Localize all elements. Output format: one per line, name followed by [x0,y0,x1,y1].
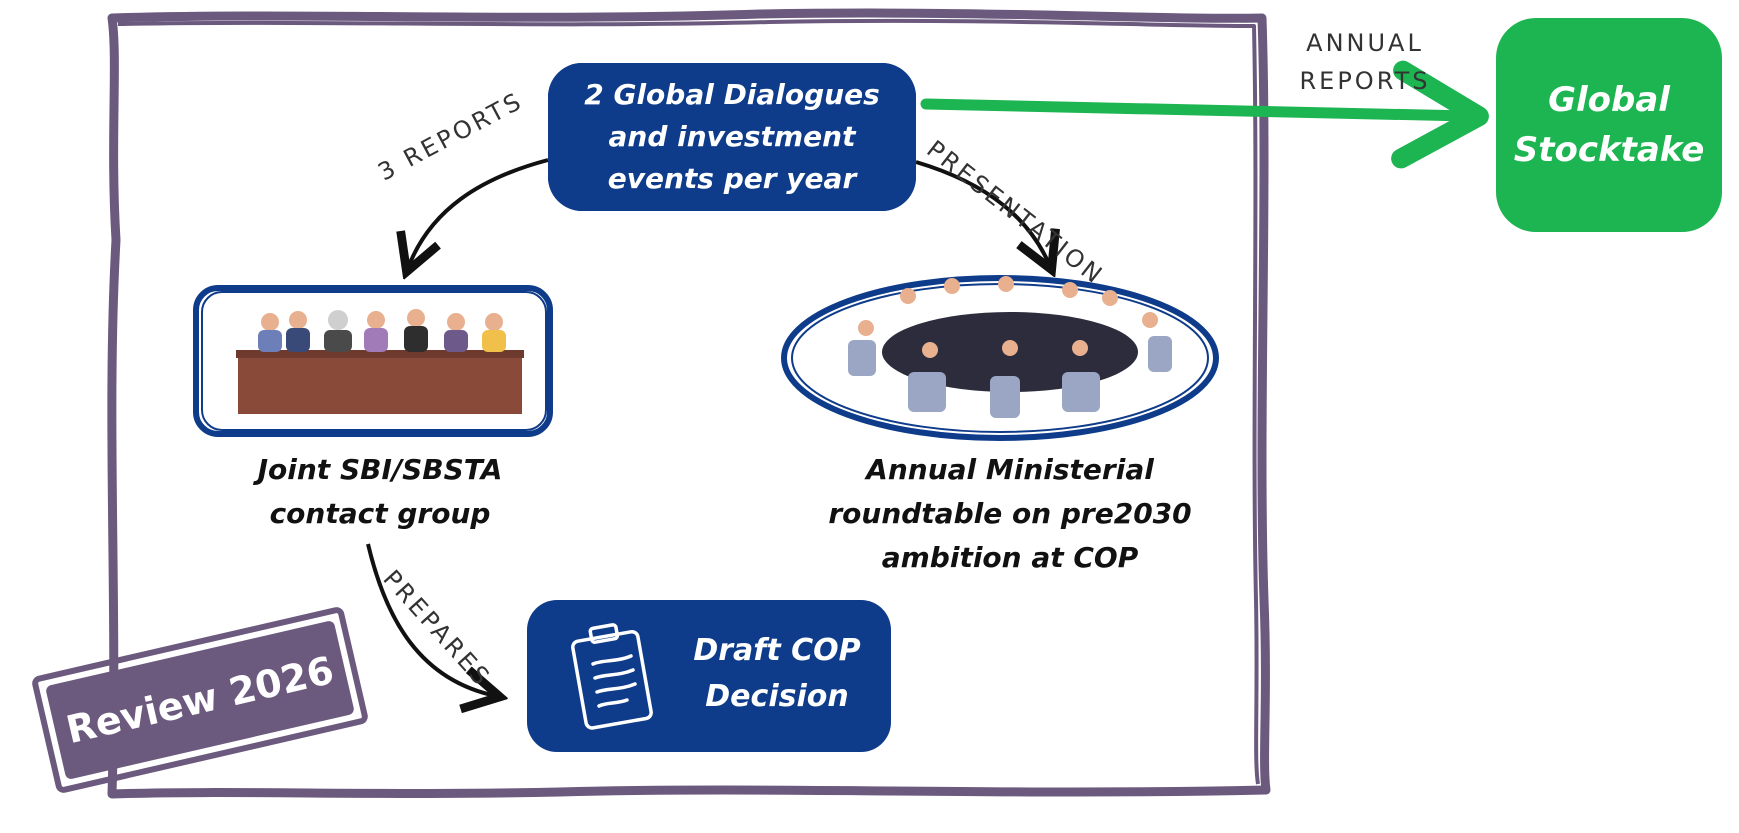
caption-ministerial-line-3: ambition at COP [881,541,1139,574]
clipboard-icon [571,623,653,730]
arrow-prepares [366,543,496,696]
node-draft-cop-decision: Draft COP Decision [527,600,891,752]
caption-joint-contact-group: Joint SBI/SBSTA contact group [210,448,550,536]
arrow-presentation [915,160,1050,266]
caption-ministerial-roundtable: Annual Ministerial roundtable on pre2030… [790,448,1230,580]
node-global-dialogues-line-1: 2 Global Dialogues [584,78,880,111]
arrow-three-reports [408,158,549,268]
node-global-dialogues-line-2: and investment [608,120,856,153]
caption-joint-line-2: contact group [269,497,491,530]
node-stocktake-line-2: Stocktake [1513,130,1705,170]
node-global-dialogues: 2 Global Dialogues and investment events… [548,63,916,211]
edge-label-annual-reports: ANNUAL REPORTS [1290,24,1440,100]
edge-label-annual-line-2: REPORTS [1299,67,1431,95]
node-draft-line-1: Draft COP [693,633,861,668]
node-global-dialogues-line-3: events per year [607,162,857,195]
roundtable-illustration [781,275,1219,441]
edge-label-annual-line-1: ANNUAL [1306,29,1424,57]
node-draft-line-2: Decision [705,679,849,714]
joint-group-illustration [193,285,553,437]
caption-joint-line-1: Joint SBI/SBSTA [257,453,503,486]
arrow-annual-reports [920,60,1489,169]
node-stocktake-line-1: Global [1548,80,1670,120]
node-global-stocktake: Global Stocktake [1496,18,1722,232]
outer-frame [107,8,1271,799]
caption-ministerial-line-2: roundtable on pre2030 [828,497,1192,530]
caption-ministerial-line-1: Annual Ministerial [866,453,1154,486]
